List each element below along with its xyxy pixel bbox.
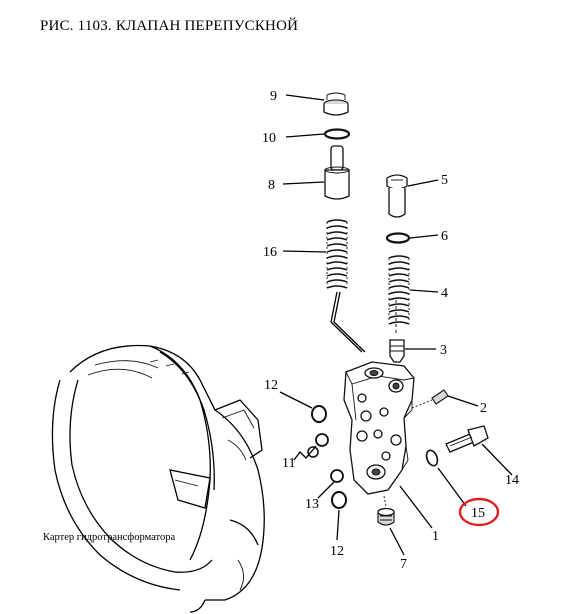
callout-2: 2 <box>480 401 487 416</box>
callout-7: 7 <box>400 557 407 572</box>
housing-caption: Картер гидротрансформатора <box>43 532 175 543</box>
part-12-o-ring-lower <box>331 491 347 509</box>
part-14-bolt <box>445 425 489 453</box>
alignment-leaders <box>330 291 397 353</box>
callout-6: 6 <box>441 229 448 244</box>
callout-9: 9 <box>270 89 277 104</box>
callout-1: 1 <box>432 529 439 544</box>
callout-12-lower: 12 <box>330 544 344 559</box>
part-6-o-ring <box>385 232 411 244</box>
part-9-plug <box>323 92 349 116</box>
callout-3: 3 <box>440 343 447 358</box>
part-2-set-screw <box>411 389 449 409</box>
figure-title: РИС. 1103. КЛАПАН ПЕРЕПУСКНОЙ <box>40 18 299 34</box>
callout-4: 4 <box>441 286 448 301</box>
part-10-o-ring <box>323 128 351 140</box>
callout-11: 11 <box>282 456 295 471</box>
part-5-plug <box>386 174 408 218</box>
callout-16: 16 <box>263 245 277 260</box>
callout-10: 10 <box>262 131 276 146</box>
part-15-ring <box>425 449 439 467</box>
callout-12-upper: 12 <box>264 378 278 393</box>
part-11-o-rings <box>307 433 329 458</box>
part-12-o-ring-upper <box>311 405 327 423</box>
torque-converter-housing <box>51 344 265 613</box>
part-3-poppet <box>389 339 405 363</box>
callout-13: 13 <box>305 497 319 512</box>
callout-15: 15 <box>471 506 485 521</box>
callout-5: 5 <box>441 173 448 188</box>
part-13-o-ring <box>330 469 344 483</box>
highlight-circle <box>458 497 500 527</box>
callout-14: 14 <box>505 473 519 488</box>
callout-8: 8 <box>268 178 275 193</box>
part-8-piston <box>324 145 350 200</box>
part-16-spring <box>326 219 348 289</box>
part-4-spring <box>388 255 410 325</box>
part-7-plug <box>377 495 395 526</box>
part-1-valve-body <box>343 361 415 495</box>
leader-lines <box>279 94 513 556</box>
